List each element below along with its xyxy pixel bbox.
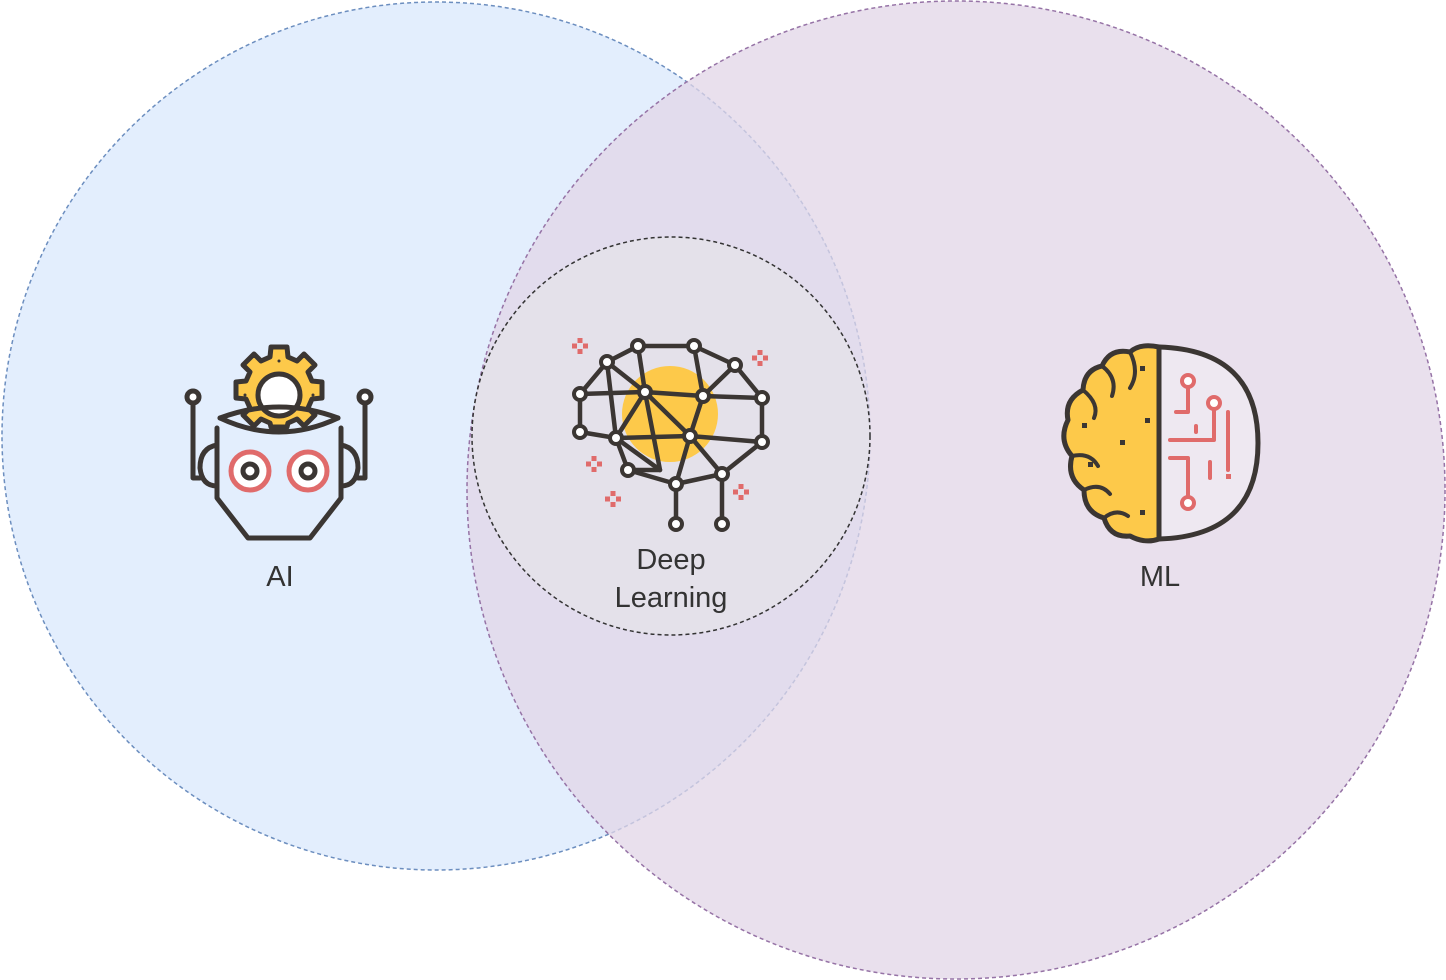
ai-label: AI [266,561,294,593]
ml-label: ML [1139,561,1181,593]
neural-brain-icon [572,338,770,532]
deep-learning-label: Deep Learning [591,541,751,617]
deep-learning-label-line1: Deep [636,544,706,576]
robot-gear-icon [184,344,374,541]
ml-set-circle [466,0,1446,980]
deep-learning-label-line2: Learning [614,582,728,614]
brain-circuit-icon [1061,343,1261,544]
